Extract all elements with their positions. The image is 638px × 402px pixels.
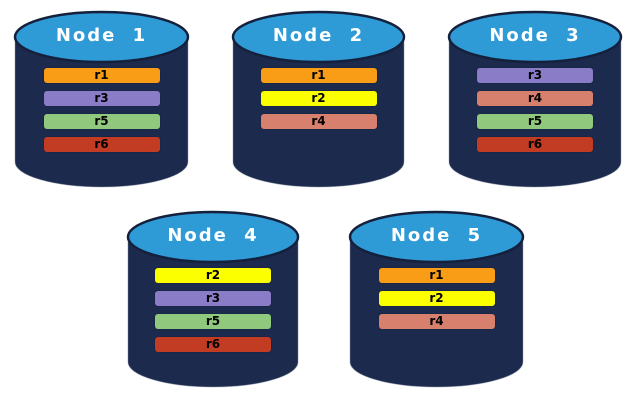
replica-bar-r3: r3 (43, 91, 160, 106)
replica-bar-r1: r1 (378, 268, 495, 283)
replica-list: r2 r3 r5 r6 (125, 268, 301, 360)
node-label: Node 3 (489, 25, 581, 46)
replica-bar-r1: r1 (43, 68, 160, 83)
replica-bar-r3: r3 (155, 291, 271, 306)
db-node-3: Node 3 r3 r4 r5 r6 (446, 6, 624, 190)
node-label: Node 4 (167, 225, 259, 246)
replica-list: r1 r2 r4 (347, 268, 526, 337)
db-node-4: Node 4 r2 r3 r5 r6 (125, 206, 301, 390)
replica-bar-r6: r6 (155, 337, 271, 352)
db-node-2: Node 2 r1 r2 r4 (230, 6, 407, 190)
replica-list: r1 r3 r5 r6 (12, 68, 191, 160)
replica-bar-r2: r2 (260, 91, 377, 106)
replica-bar-r1: r1 (260, 68, 377, 83)
replica-bar-r5: r5 (155, 314, 271, 329)
node-label: Node 2 (272, 25, 365, 46)
replica-bar-r4: r4 (260, 114, 377, 129)
replica-bar-r4: r4 (477, 91, 593, 106)
replica-bar-r5: r5 (477, 114, 593, 129)
node-label: Node 1 (55, 25, 148, 46)
replica-list: r1 r2 r4 (230, 68, 407, 137)
replica-bar-r4: r4 (378, 314, 495, 329)
replica-bar-r5: r5 (43, 114, 160, 129)
node-label: Node 5 (390, 225, 483, 246)
replica-bar-r6: r6 (477, 137, 593, 152)
replica-bar-r2: r2 (155, 268, 271, 283)
replica-bar-r6: r6 (43, 137, 160, 152)
db-node-1: Node 1 r1 r3 r5 r6 (12, 6, 191, 190)
replica-bar-r3: r3 (477, 68, 593, 83)
replica-bar-r2: r2 (378, 291, 495, 306)
db-node-5: Node 5 r1 r2 r4 (347, 206, 526, 390)
replica-list: r3 r4 r5 r6 (446, 68, 624, 160)
